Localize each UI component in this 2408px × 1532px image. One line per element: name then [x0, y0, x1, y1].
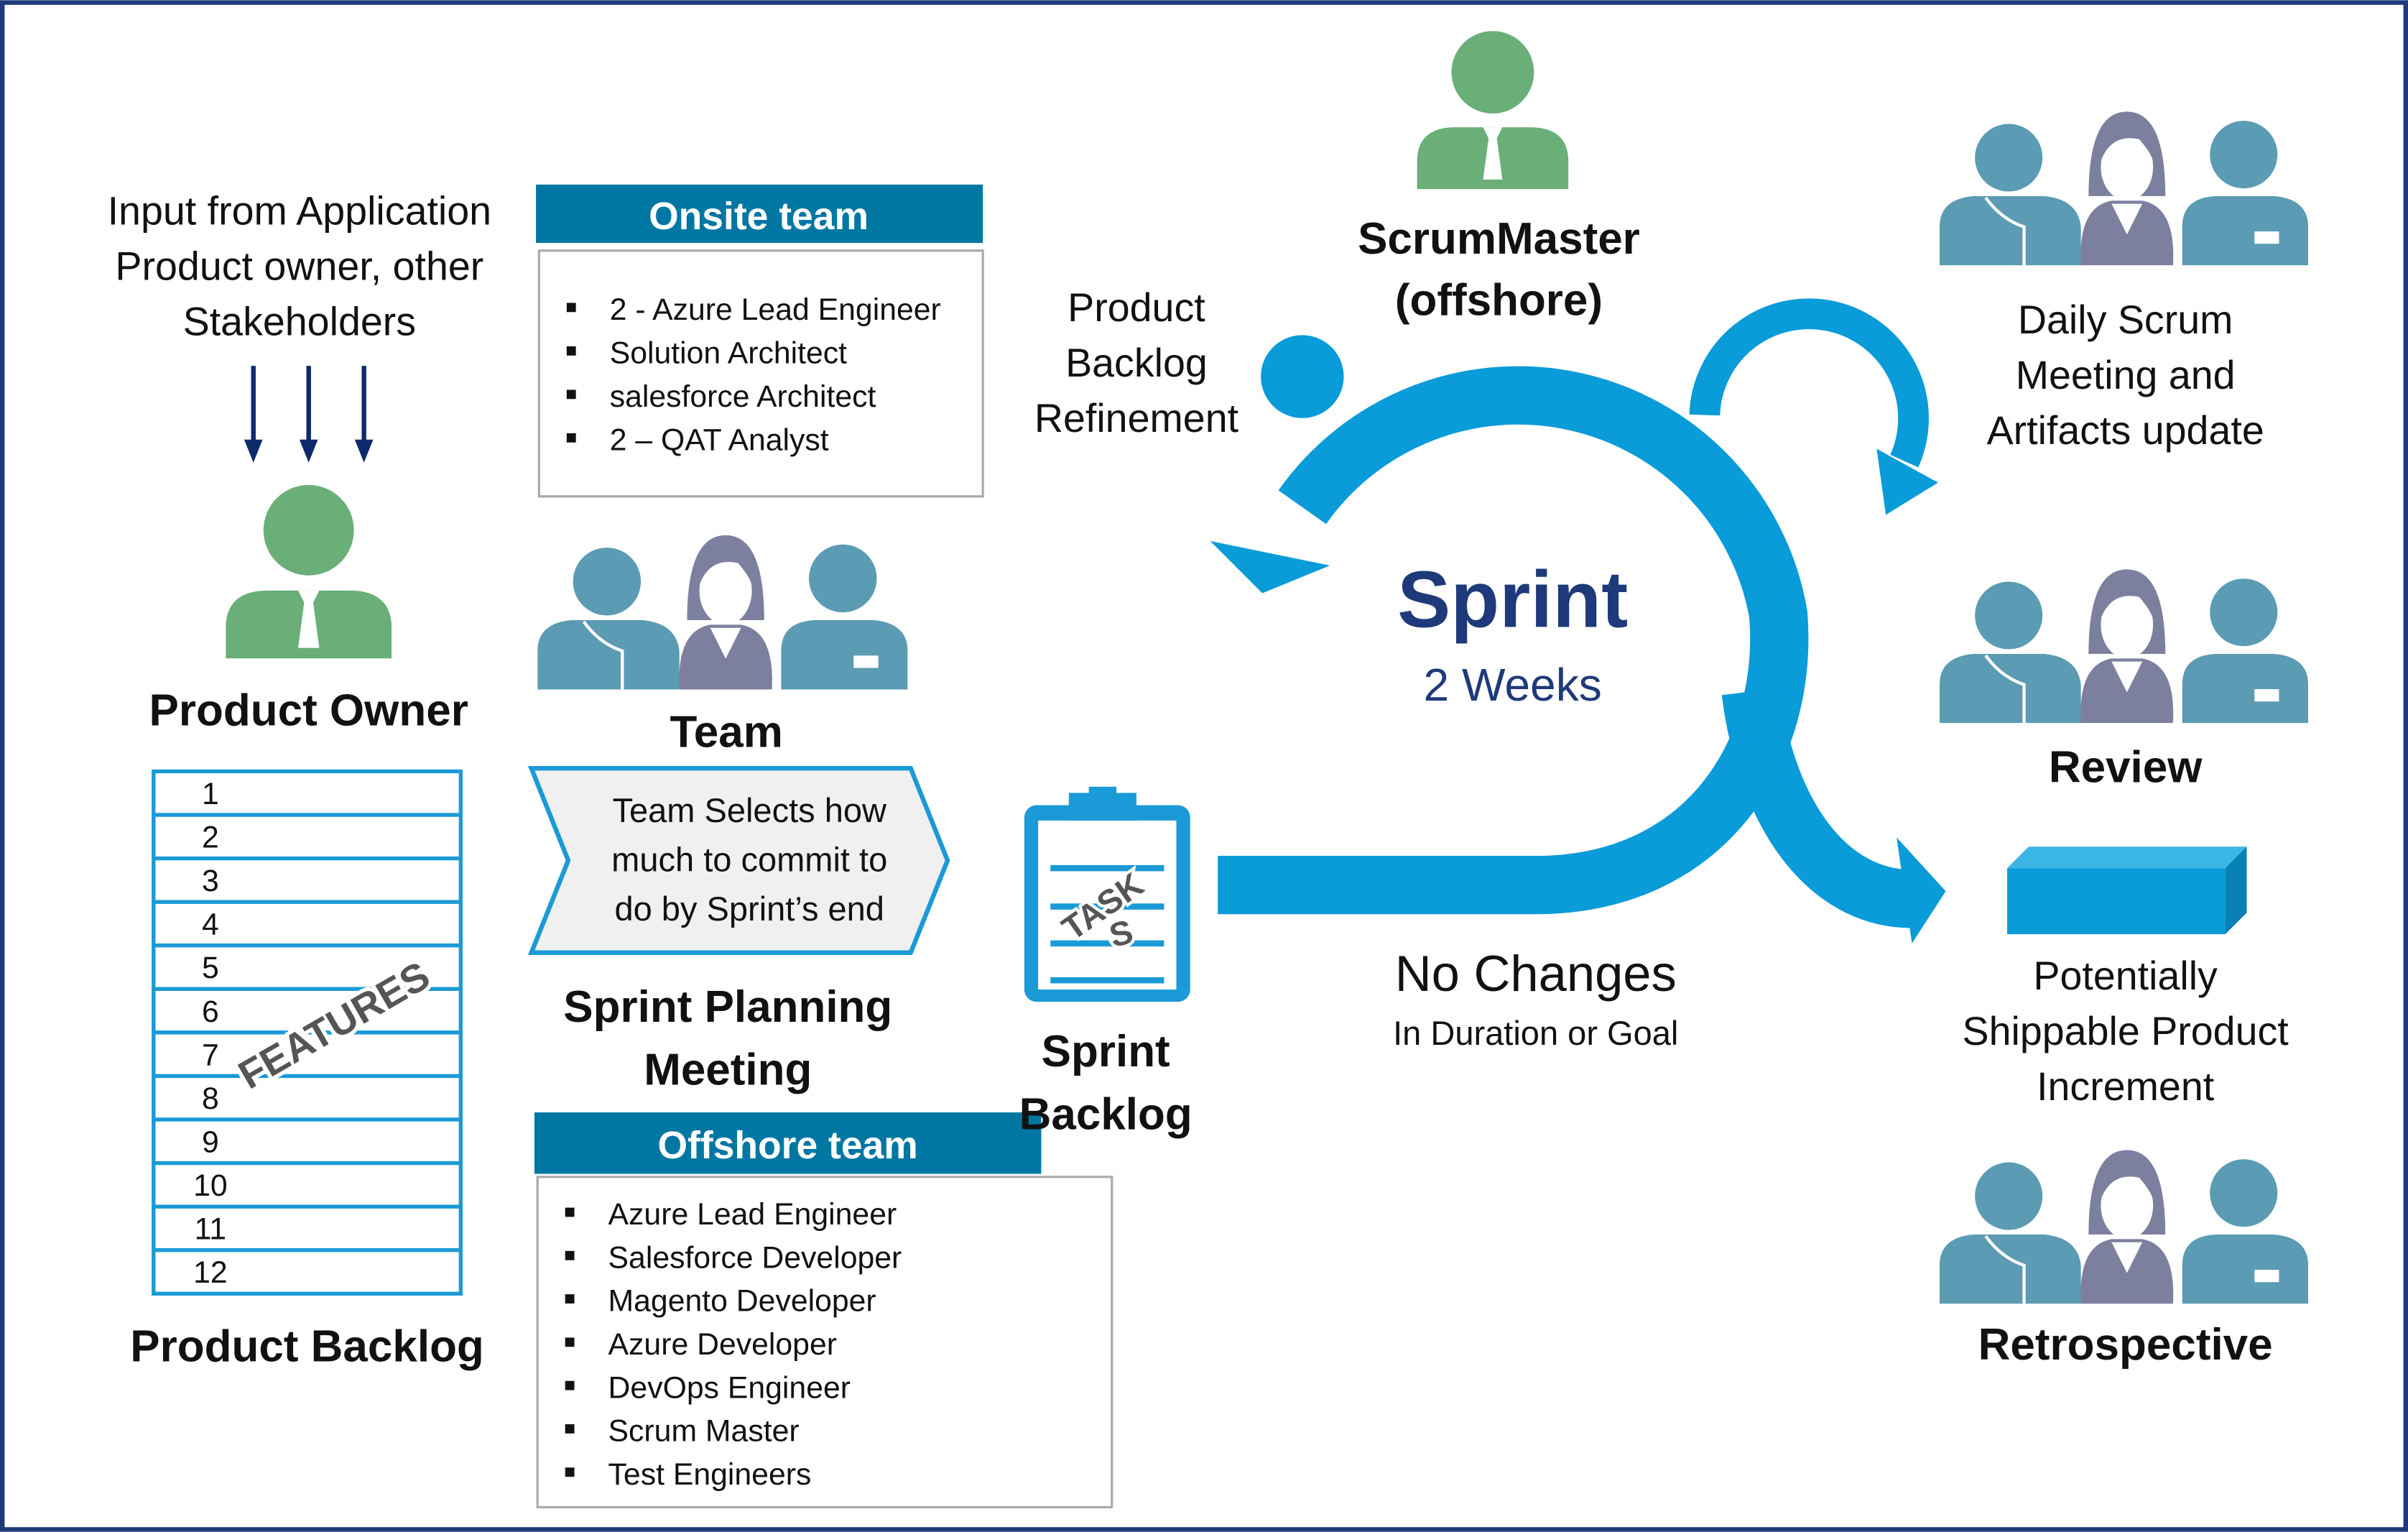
no-changes-subtitle: In Duration or Goal [1393, 1014, 1678, 1052]
team-member: salesforce Architect [610, 379, 876, 414]
planning-callout-line: much to commit to [611, 840, 887, 878]
bullet-icon [565, 1294, 575, 1304]
bullet-icon [566, 389, 576, 400]
bullet-icon [565, 1250, 575, 1260]
backlog-row-number: 4 [202, 908, 219, 942]
backlog-row [152, 1117, 463, 1166]
backlog-row-number: 12 [193, 1255, 228, 1290]
backlog-row-number: 7 [202, 1038, 219, 1072]
daily-scrum-group-icon [1940, 111, 2308, 265]
review-label: Review [2049, 742, 2203, 792]
team-label: Team [670, 707, 782, 757]
increment-line: Potentially [2033, 954, 2218, 998]
backlog-row [152, 900, 463, 948]
bullet-icon [565, 1337, 575, 1347]
down-arrow-icons [244, 366, 374, 463]
review-group-icon [1940, 569, 2308, 723]
team-member: Salesforce Developer [608, 1240, 902, 1275]
product-owner-label: Product Owner [149, 686, 468, 735]
retrospective-label: Retrospective [1978, 1320, 2273, 1370]
bullet-icon [565, 1424, 575, 1434]
refinement-line: Product [1068, 285, 1205, 330]
onsite-team-header [536, 184, 983, 244]
backlog-row [152, 769, 463, 817]
offshore-team-header [534, 1112, 1042, 1174]
sprint-backlog-label: Sprint [1042, 1027, 1170, 1076]
sprint-cycle-arrow [1218, 298, 1929, 928]
planning-callout-line: Team Selects how [612, 791, 887, 829]
backlog-row-number: 11 [195, 1212, 226, 1247]
scrum-master-label: ScrumMaster [1358, 214, 1640, 264]
team-member: Solution Architect [610, 336, 847, 370]
sprint-backlog-label: Backlog [1019, 1090, 1193, 1140]
backlog-row [152, 1204, 463, 1252]
backlog-row [152, 1074, 463, 1122]
stakeholder-input: Input from Application Product owner, ot… [108, 188, 491, 343]
backlog-row-number: 5 [202, 951, 219, 985]
bullet-icon [565, 1380, 575, 1390]
backlog-row-number: 3 [202, 864, 219, 898]
bullet-icon [565, 1467, 575, 1477]
backlog-row [152, 1248, 463, 1296]
bullet-icon [566, 346, 576, 356]
sprint-planning-label: Sprint Planning [563, 982, 892, 1032]
product-backlog-label: Product Backlog [130, 1321, 484, 1371]
scrum-master-label: (offshore) [1395, 276, 1603, 326]
offshore-team-box [536, 1176, 1113, 1509]
retrospective-group-icon [1940, 1150, 2308, 1303]
scrum-master-icon [1417, 31, 1569, 190]
stakeholder-line: Stakeholders [183, 299, 416, 343]
backlog-row-number: 9 [202, 1125, 219, 1159]
bullet-icon [566, 303, 576, 313]
stakeholder-line: Product owner, other [115, 244, 483, 288]
backlog-row [152, 987, 463, 1035]
no-changes-title: No Changes [1395, 945, 1677, 1002]
daily-scrum-line: Daily Scrum [2018, 297, 2233, 342]
team-member: DevOps Engineer [608, 1370, 851, 1405]
product-owner-icon [226, 484, 392, 659]
stakeholder-line: Input from Application [108, 188, 491, 233]
backlog-row [152, 856, 463, 904]
bullet-icon [566, 433, 576, 443]
daily-scrum-line: Artifacts update [1987, 408, 2264, 453]
team-group-icon [537, 535, 907, 690]
refinement-line: Refinement [1034, 396, 1239, 440]
team-member: Magento Developer [608, 1284, 876, 1319]
backlog-row [152, 813, 463, 861]
onsite-team-title: Onsite team [649, 195, 869, 238]
backlog-row-number: 8 [202, 1081, 219, 1116]
increment-line: Increment [2037, 1064, 2215, 1109]
team-member: Azure Developer [608, 1327, 837, 1362]
refinement-line: Backlog [1065, 341, 1208, 385]
backlog-row-number: 10 [193, 1168, 228, 1203]
backlog-row-number: 1 [202, 777, 219, 811]
backlog-row-number: 2 [202, 820, 219, 854]
team-member: 2 - Azure Lead Engineer [610, 292, 941, 327]
sprint-planning-label: Meeting [644, 1046, 812, 1095]
backlog-row-number: 6 [202, 995, 219, 1029]
bullet-icon [565, 1207, 575, 1217]
increment-line: Shippable Product [1963, 1009, 2289, 1053]
team-member: Test Engineers [608, 1457, 812, 1492]
offshore-team-title: Offshore team [658, 1125, 918, 1167]
sprint-title: Sprint [1397, 555, 1628, 645]
product-increment-box-icon [2007, 846, 2247, 935]
planning-callout-chevron [527, 766, 950, 955]
team-member: Azure Lead Engineer [608, 1197, 897, 1232]
team-member: Scrum Master [608, 1414, 800, 1449]
team-member: 2 – QAT Analyst [610, 423, 829, 457]
backlog-row [152, 1160, 463, 1209]
sprint-duration: 2 Weeks [1424, 659, 1602, 711]
planning-callout-line: do by Sprint’s end [614, 890, 884, 928]
arrowhead-icons [1210, 335, 1946, 943]
clipboard-icon: TASK S [1024, 786, 1190, 1002]
onsite-team-box [537, 249, 984, 498]
daily-scrum-line: Meeting and [2016, 353, 2236, 397]
